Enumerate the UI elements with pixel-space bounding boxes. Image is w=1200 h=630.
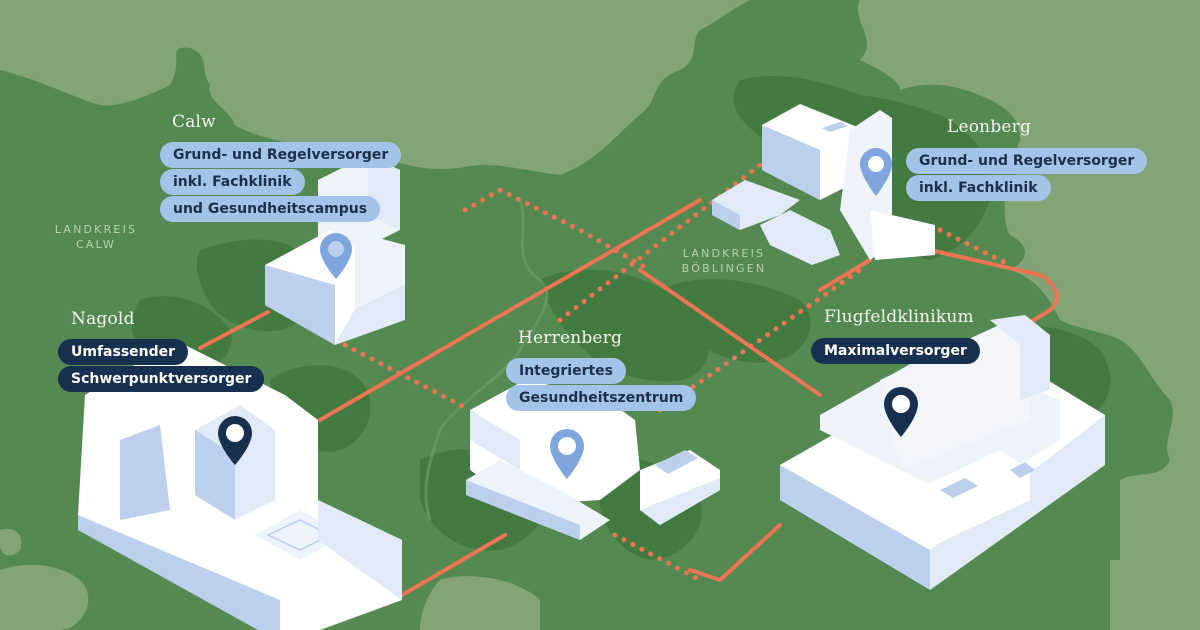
region-label-boeblingen: LANDKREIS BÖBLINGEN <box>664 246 784 276</box>
building-flugfeldklinikum <box>780 315 1105 590</box>
light-patch <box>420 576 540 630</box>
building-calw <box>265 155 405 345</box>
building-herrenberg <box>466 380 720 540</box>
city-name-flugfeldklinikum: Flugfeldklinikum <box>824 307 974 327</box>
tag-leonberg-1: Grund- und Regelversorger <box>906 148 1148 174</box>
city-name-leonberg: Leonberg <box>947 117 1032 137</box>
tag-flugfeldklinikum-1: Maximalversorger <box>811 338 980 364</box>
pin-icon-leonberg <box>860 148 892 196</box>
pin-icon-herrenberg <box>550 429 584 479</box>
pin-icon-calw <box>320 233 352 279</box>
tag-group-flugfeldklinikum: Maximalversorger <box>811 338 980 365</box>
city-name-herrenberg: Herrenberg <box>518 328 623 348</box>
tag-calw-2: inkl. Fachklinik <box>160 169 305 195</box>
tag-calw-3: und Gesundheitscampus <box>160 196 381 222</box>
light-patch <box>0 564 89 630</box>
tag-nagold-1: Umfassender <box>58 339 189 365</box>
light-patch <box>0 528 22 556</box>
tag-herrenberg-2: Gesundheitszentrum <box>506 385 697 411</box>
tag-nagold-2: Schwerpunktversorger <box>58 366 265 392</box>
tag-group-leonberg: Grund- und Regelversorger inkl. Fachklin… <box>906 148 1148 202</box>
forest-patch <box>660 279 811 363</box>
tag-group-calw: Grund- und Regelversorger inkl. Fachklin… <box>160 142 402 223</box>
region-label-line2: CALW <box>75 238 116 251</box>
tag-calw-1: Grund- und Regelversorger <box>160 142 402 168</box>
light-patch <box>1110 560 1200 630</box>
tag-herrenberg-1: Integriertes <box>506 358 627 384</box>
tag-group-herrenberg: Integriertes Gesundheitszentrum <box>506 358 697 412</box>
city-name-nagold: Nagold <box>71 309 135 329</box>
region-label-line1: LANDKREIS <box>682 247 766 260</box>
region-label-line2: BÖBLINGEN <box>681 262 767 275</box>
river <box>424 199 549 521</box>
tag-group-nagold: Umfassender Schwerpunktversorger <box>58 339 265 393</box>
building-leonberg <box>712 104 935 265</box>
region-label-line1: LANDKREIS <box>54 223 138 236</box>
region-label-calw: LANDKREIS CALW <box>36 222 156 252</box>
pin-icon-flugfeldklinikum <box>884 387 918 437</box>
tag-leonberg-2: inkl. Fachklinik <box>906 175 1051 201</box>
route-dotted <box>342 162 1013 583</box>
city-name-calw: Calw <box>172 112 216 132</box>
pin-icon-nagold <box>218 416 252 465</box>
building-nagold <box>78 340 402 630</box>
